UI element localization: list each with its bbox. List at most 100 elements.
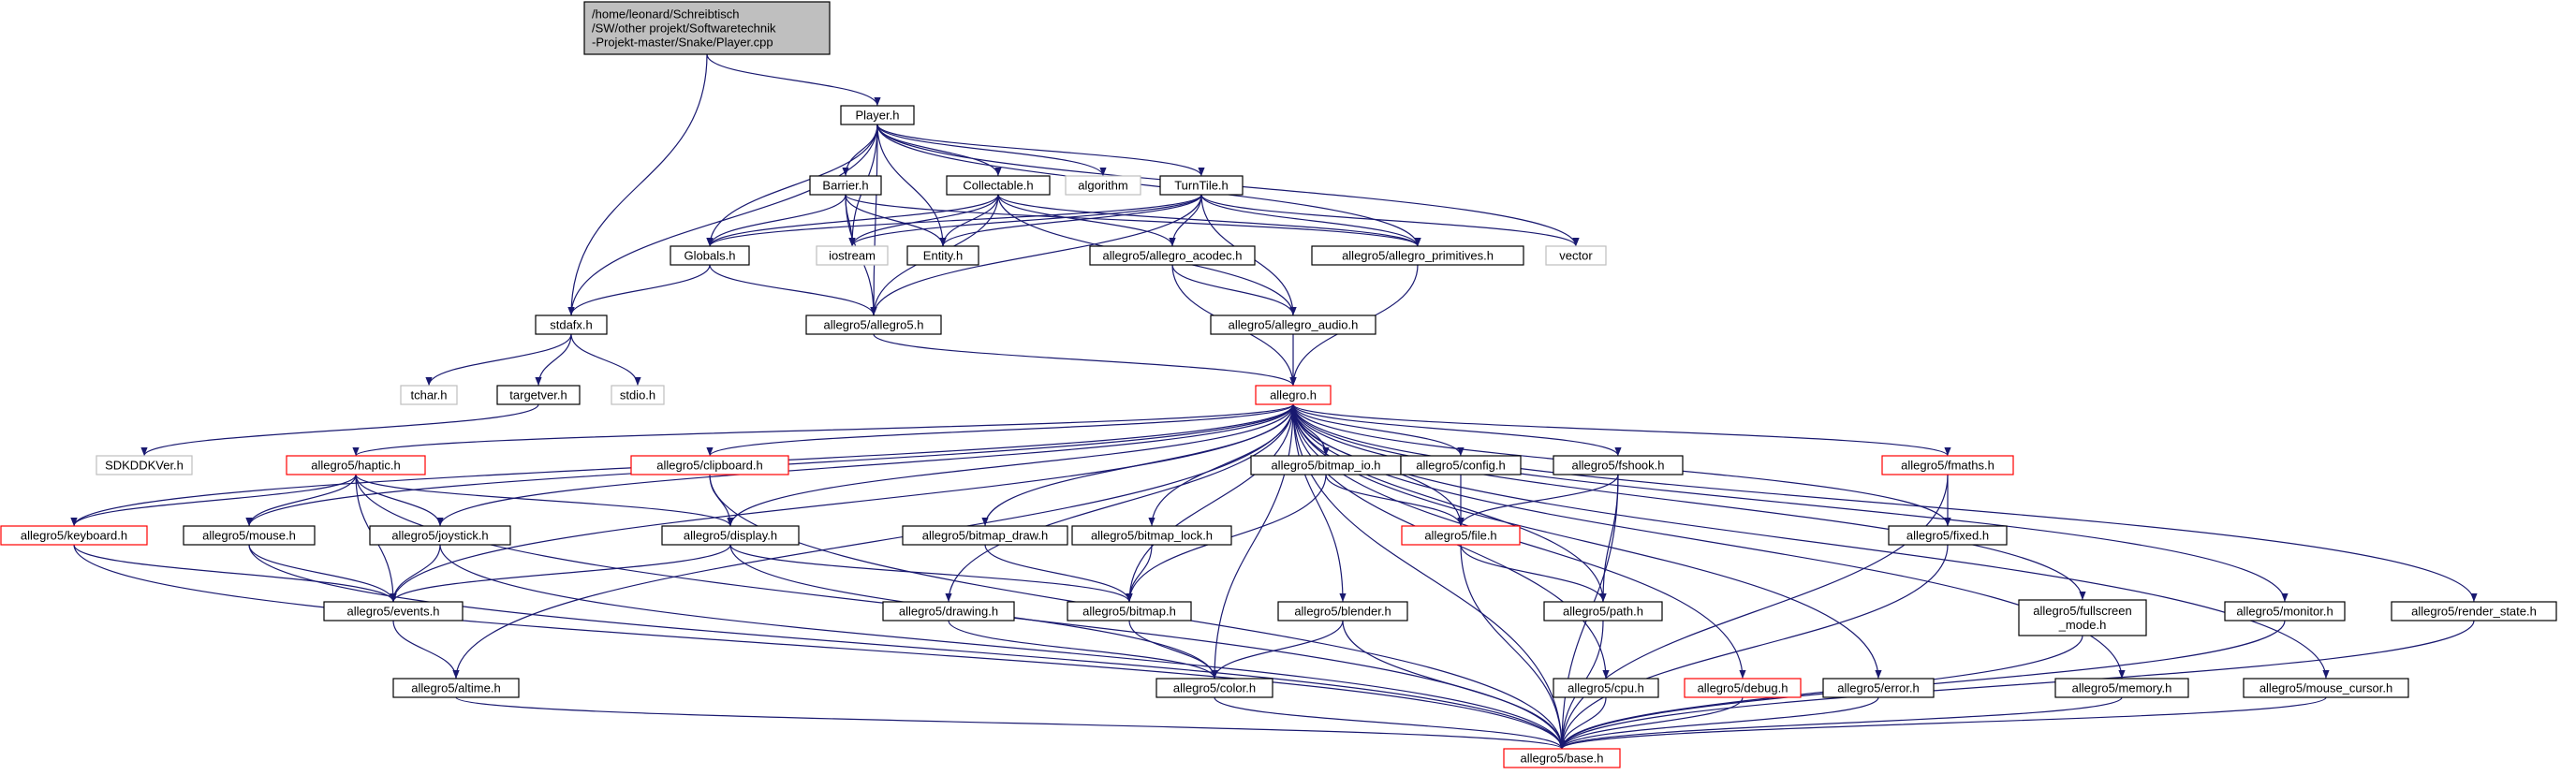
node-fixed-h[interactable]: allegro5/fixed.h — [1888, 525, 2008, 546]
edge-debug_h-to-base_h — [1558, 696, 1744, 750]
edge-player_h-to-stdafx_h — [567, 124, 878, 316]
node-label: allegro5/blender.h — [1294, 605, 1391, 619]
node-path-h[interactable]: allegro5/path.h — [1543, 601, 1663, 621]
edge-allegro5_h-to-allegro_h — [873, 333, 1297, 387]
node-box — [902, 525, 1068, 546]
node-allegro-h[interactable]: allegro.h — [1255, 385, 1332, 405]
edge-keyboard_h-to-base_h — [73, 544, 1566, 750]
node-fshook-h[interactable]: allegro5/fshook.h — [1553, 455, 1684, 475]
node-label: allegro5/mouse.h — [202, 529, 296, 543]
edge-collectable_h-to-globals_h — [706, 194, 999, 247]
node-globals-h[interactable]: Globals.h — [670, 245, 750, 266]
node-algorithm[interactable]: algorithm — [1065, 175, 1141, 196]
edge-allegro_h-to-display_h — [727, 403, 1294, 527]
node-mouse-h[interactable]: allegro5/mouse.h — [183, 525, 316, 546]
edge-display_h-to-events_h — [390, 544, 731, 603]
node-label: allegro5/config.h — [1416, 459, 1505, 473]
edge-player_h-to-algorithm — [876, 124, 1107, 177]
edge-render_state_h-to-base_h — [1558, 620, 2475, 750]
node-label: allegro5/memory.h — [2072, 681, 2172, 695]
node-clipboard-h[interactable]: allegro5/clipboard.h — [630, 455, 789, 475]
node-blender-h[interactable]: allegro5/blender.h — [1277, 601, 1408, 621]
edge-globals_h-to-allegro5_h — [709, 264, 877, 316]
node-label: SDKDDKVer.h — [105, 459, 184, 473]
node-targetver-h[interactable]: targetver.h — [496, 385, 581, 405]
node-stdafx-h[interactable]: stdafx.h — [535, 314, 608, 335]
node-bitmap-draw-h[interactable]: allegro5/bitmap_draw.h — [902, 525, 1068, 546]
node-bitmap-io-h[interactable]: allegro5/bitmap_io.h — [1250, 455, 1402, 475]
node-barrier-h[interactable]: Barrier.h — [809, 175, 882, 196]
node-config-h[interactable]: allegro5/config.h — [1400, 455, 1522, 475]
node-box — [1067, 601, 1192, 621]
node-events-h[interactable]: allegro5/events.h — [323, 601, 464, 621]
node-debug-h[interactable]: allegro5/debug.h — [1684, 678, 1802, 698]
node-joystick-h[interactable]: allegro5/joystick.h — [369, 525, 511, 546]
node-bitmap-h[interactable]: allegro5/bitmap.h — [1067, 601, 1192, 621]
node-entity-h[interactable]: Entity.h — [906, 245, 979, 266]
node-file-h[interactable]: allegro5/file.h — [1401, 525, 1521, 546]
edge-mouse_h-to-events_h — [248, 544, 397, 603]
edge-keyboard_h-to-events_h — [73, 544, 397, 603]
edge-haptic_h-to-joystick_h — [355, 474, 444, 527]
edge-allegro_h-to-bitmap_h — [1126, 403, 1294, 603]
edge-turntile_h-to-globals_h — [706, 194, 1202, 247]
edge-collectable_h-to-acodec_h — [997, 194, 1176, 247]
node-render-state-h[interactable]: allegro5/render_state.h — [2391, 601, 2557, 621]
node-collectable-h[interactable]: Collectable.h — [946, 175, 1051, 196]
node-label: allegro5/cpu.h — [1568, 681, 1644, 695]
node-label: allegro5/allegro_acodec.h — [1103, 249, 1243, 263]
node-mouse-cursor-h[interactable]: allegro5/mouse_cursor.h — [2243, 678, 2409, 698]
node-label: TurnTile.h — [1174, 179, 1229, 193]
node-drawing-h[interactable]: allegro5/drawing.h — [882, 601, 1015, 621]
edge-mouse_cursor_h-to-base_h — [1558, 696, 2327, 750]
node-monitor-h[interactable]: allegro5/monitor.h — [2224, 601, 2346, 621]
node-display-h[interactable]: allegro5/display.h — [661, 525, 800, 546]
node-box — [1311, 245, 1524, 266]
node-label: targetver.h — [509, 388, 567, 402]
node-allegro5-h[interactable]: allegro5/allegro5.h — [805, 314, 942, 335]
node-root[interactable]: /home/leonard/Schreibtisch/SW/other proj… — [583, 1, 831, 55]
node-memory-h[interactable]: allegro5/memory.h — [2054, 678, 2189, 698]
node-player-h[interactable]: Player.h — [840, 105, 915, 125]
node-box — [2243, 678, 2409, 698]
edge-bitmap_io_h-to-file_h — [1325, 474, 1465, 527]
node-label: vector — [1559, 249, 1593, 263]
node-iostream[interactable]: iostream — [816, 245, 889, 266]
edge-allegro_h-to-monitor_h — [1292, 403, 2289, 603]
node-label: allegro5/bitmap_lock.h — [1091, 529, 1213, 543]
node-acodec-h[interactable]: allegro5/allegro_acodec.h — [1089, 245, 1256, 266]
node-color-h[interactable]: allegro5/color.h — [1156, 678, 1273, 698]
edge-allegro_h-to-clipboard_h — [706, 403, 1294, 457]
node-audio-h[interactable]: allegro5/allegro_audio.h — [1210, 314, 1376, 335]
edge-turntile_h-to-entity_h — [939, 194, 1202, 247]
edge-allegro_h-to-blender_h — [1292, 403, 1347, 603]
node-keyboard-h[interactable]: allegro5/keyboard.h — [0, 525, 148, 546]
node-vector[interactable]: vector — [1545, 245, 1607, 266]
node-fullscreen-h[interactable]: allegro5/fullscreen_mode.h — [2018, 599, 2147, 636]
node-stdio-h[interactable]: stdio.h — [611, 385, 665, 405]
node-primitives-h[interactable]: allegro5/allegro_primitives.h — [1311, 245, 1524, 266]
edge-bitmap_h-to-color_h — [1128, 620, 1218, 680]
edge-bitmap_lock_h-to-bitmap_h — [1126, 544, 1153, 603]
node-base-h[interactable]: allegro5/base.h — [1503, 748, 1621, 768]
node-tchar-h[interactable]: tchar.h — [400, 385, 458, 405]
edge-error_h-to-base_h — [1558, 696, 1879, 750]
edge-player_h-to-turntile_h — [876, 124, 1205, 177]
edge-blender_h-to-color_h — [1211, 620, 1344, 680]
node-label: Barrier.h — [822, 179, 868, 193]
edge-fmaths_h-to-base_h — [1558, 474, 1949, 750]
node-label: allegro5/debug.h — [1698, 681, 1788, 695]
node-label: allegro5/fshook.h — [1571, 459, 1664, 473]
node-haptic-h[interactable]: allegro5/haptic.h — [286, 455, 426, 475]
node-turntile-h[interactable]: TurnTile.h — [1159, 175, 1244, 196]
node-sdkddkver-h[interactable]: SDKDDKVer.h — [96, 455, 193, 475]
node-altime-h[interactable]: allegro5/altime.h — [392, 678, 520, 698]
node-box — [946, 175, 1051, 196]
node-label: /SW/other projekt/Softwaretechnik — [592, 22, 776, 36]
node-cpu-h[interactable]: allegro5/cpu.h — [1553, 678, 1659, 698]
node-box — [2391, 601, 2557, 621]
node-bitmap-lock-h[interactable]: allegro5/bitmap_lock.h — [1071, 525, 1232, 546]
node-error-h[interactable]: allegro5/error.h — [1822, 678, 1935, 698]
node-label: iostream — [829, 249, 876, 263]
node-fmaths-h[interactable]: allegro5/fmaths.h — [1881, 455, 2014, 475]
